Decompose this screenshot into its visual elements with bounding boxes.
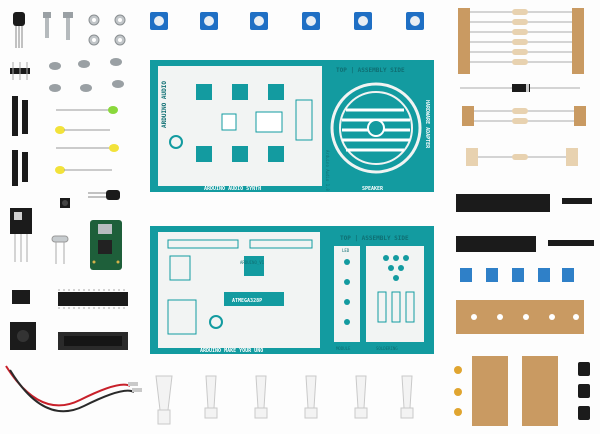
led-icon: [55, 166, 112, 174]
top-pcb-section-label: TOP | ASSEMBLY SIDE: [336, 67, 405, 74]
bottom-pcb-left-small-label: MODULE: [336, 346, 351, 351]
voltage-regulator-icon: [10, 208, 32, 262]
bottom-pcb-led-label: LED: [342, 248, 350, 253]
transistor-icon: [88, 190, 120, 200]
screw-icon: [49, 58, 124, 92]
crystal-icon: [51, 235, 69, 264]
resistor-icon: [458, 8, 584, 74]
bottom-pcb-bottom-label: ARDUINO MAKE YOUR UNO: [200, 348, 263, 354]
diode-icon: [460, 84, 580, 92]
trimmer-potentiometer-icon: [150, 12, 424, 30]
bottom-pcb-ic-label: ATMEGA328P: [232, 298, 262, 304]
top-pcb: TOP | ASSEMBLY SIDE ARDUINO AUDIO ARDUIN…: [150, 60, 434, 192]
pin-header-icon: [456, 194, 594, 252]
top-pcb-corner-label: Arduino Audio 1.0: [325, 150, 330, 192]
resistor-icon: [462, 106, 586, 166]
led-icon: [56, 106, 118, 114]
pin-header-icon: [12, 150, 28, 186]
top-pcb-bottom-label: ARDUINO AUDIO SYNTH: [204, 186, 261, 192]
microcontroller-board-icon: [90, 220, 122, 270]
capacitor-icon: [456, 268, 584, 334]
transistor-icon: [13, 12, 25, 48]
bottom-pcb-right-small-label: SOLDERING: [376, 346, 398, 351]
bottom-pcb: TOP | ASSEMBLY SIDE ARDUINO_V1 ATMEGA328…: [150, 226, 434, 354]
pin-header-icon: [12, 96, 28, 136]
electrolytic-capacitor-icon: [454, 356, 590, 426]
top-pcb-speaker-label: SPEAKER: [362, 186, 384, 192]
pcb-footprints: [169, 84, 313, 162]
nut-icon: [88, 14, 126, 46]
ic-socket-icon: [58, 332, 128, 350]
button-icon: [60, 198, 70, 208]
led-icon: [56, 144, 119, 152]
standoff-icon: [155, 375, 414, 425]
ic-chip-icon: [12, 289, 128, 309]
speaker-grille: [330, 82, 422, 174]
top-pcb-vertical-label: ARDUINO AUDIO: [161, 81, 168, 128]
pin-header-icon: [10, 62, 30, 80]
top-pcb-side-label: HARDWARE ADAPTER: [424, 100, 430, 149]
screw-icon: [63, 12, 73, 40]
screw-icon: [43, 12, 51, 38]
bottom-pcb-section-label: TOP | ASSEMBLY SIDE: [340, 235, 409, 242]
led-icon: [55, 126, 110, 134]
dc-jack-icon: [10, 322, 36, 350]
wire-icon: [5, 365, 142, 413]
pcb-footprints: [167, 239, 415, 335]
bottom-pcb-chip-label: ARDUINO_V1: [240, 260, 265, 265]
